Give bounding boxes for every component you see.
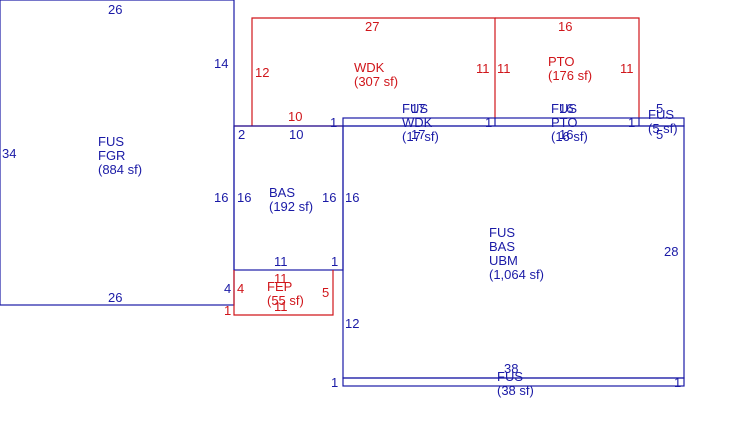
- bas-label-1: BAS: [269, 185, 295, 200]
- dim-fep-one: 1: [224, 303, 231, 318]
- dim-bas-top: 10: [289, 127, 303, 142]
- dim-strip-mid-one: 1: [485, 115, 492, 130]
- fgr-label-1: FUS: [98, 134, 124, 149]
- dim-pto-left: 11: [497, 61, 511, 76]
- fgr-label-3: (884 sf): [98, 162, 142, 177]
- bottom-label-2: (38 sf): [497, 383, 534, 398]
- fep-label-1: FEP: [267, 279, 292, 294]
- dim-main-left-lower: 12: [345, 316, 359, 331]
- bottom-label-1: FUS: [497, 369, 523, 384]
- small-label-1: FUS: [648, 107, 674, 122]
- dim-bottom-left-one: 1: [331, 375, 338, 390]
- dim-fgr-top: 26: [108, 2, 122, 17]
- dim-strip-pto-top: 16: [559, 101, 573, 116]
- dim-bas-corner: 2: [238, 127, 245, 142]
- wdk-label-1: WDK: [354, 60, 385, 75]
- dim-wdk-right: 11: [476, 61, 490, 76]
- strip-wdk-label-2: WDK: [402, 115, 433, 130]
- dim-fgr-corner: 4: [224, 281, 231, 296]
- dim-fgr-right: 14: [214, 56, 228, 71]
- dim-strip-right-one: 1: [628, 115, 635, 130]
- strip-wdk-label-1: FUS: [402, 101, 428, 116]
- dim-fep-right: 5: [322, 285, 329, 300]
- strip-pto-label-3: (16 sf): [551, 129, 588, 144]
- dim-strip-wdk-bottom: 17: [411, 127, 425, 142]
- dim-bottom-right-one: 1: [674, 375, 681, 390]
- dim-wdk-left: 12: [255, 65, 269, 80]
- pto-label-2: (176 sf): [548, 68, 592, 83]
- pto-label-1: PTO: [548, 54, 575, 69]
- pto-outline: [495, 17, 640, 118]
- dim-bas-left: 16: [237, 190, 251, 205]
- fep-outline: [233, 270, 334, 316]
- dim-bas-bottom: 11: [274, 254, 288, 269]
- bas-label-2: (192 sf): [269, 199, 313, 214]
- main-label-2: BAS: [489, 239, 515, 254]
- dim-strip-left-one: 1: [330, 115, 337, 130]
- dim-small-bottom: 5: [656, 127, 663, 142]
- fgr-label-2: FGR: [98, 148, 125, 163]
- dim-pto-right: 11: [620, 61, 634, 76]
- small-label-2: (5 sf): [648, 121, 678, 136]
- main-label-1: FUS: [489, 225, 515, 240]
- dim-bas-right: 16: [322, 190, 336, 205]
- dim-fgr-bas-shared: 16: [214, 190, 228, 205]
- main-label-4: (1,064 sf): [489, 267, 544, 282]
- dim-fep-left: 4: [237, 281, 244, 296]
- wdk-outline: [251, 17, 496, 126]
- dim-fgr-bottom: 26: [108, 290, 122, 305]
- dim-main-bottom: 38: [504, 361, 518, 376]
- dim-wdk-bottom: 10: [288, 109, 302, 124]
- dim-fep-bottom: 11: [274, 299, 288, 314]
- fep-label-2: (55 sf): [267, 293, 304, 308]
- dim-fep-top: 11: [274, 271, 288, 286]
- dim-strip-wdk-top: 17: [411, 101, 425, 116]
- dim-fgr-left: 34: [2, 146, 16, 161]
- main-label-3: UBM: [489, 253, 518, 268]
- dim-pto-top: 16: [558, 19, 572, 34]
- dim-bas-right-one: 1: [331, 254, 338, 269]
- dim-strip-pto-bottom: 16: [559, 127, 573, 142]
- upper-strip-outline: [342, 117, 685, 127]
- bottom-strip-outline: [342, 377, 685, 387]
- strip-pto-label-1: FUS: [551, 101, 577, 116]
- strip-pto-label-2: PTO: [551, 115, 578, 130]
- strip-wdk-label-3: (17 sf): [402, 129, 439, 144]
- dim-main-right: 28: [664, 244, 678, 259]
- dim-small-top: 5: [656, 101, 663, 116]
- dim-main-left-upper: 16: [345, 190, 359, 205]
- dim-wdk-top: 27: [365, 19, 379, 34]
- wdk-label-2: (307 sf): [354, 74, 398, 89]
